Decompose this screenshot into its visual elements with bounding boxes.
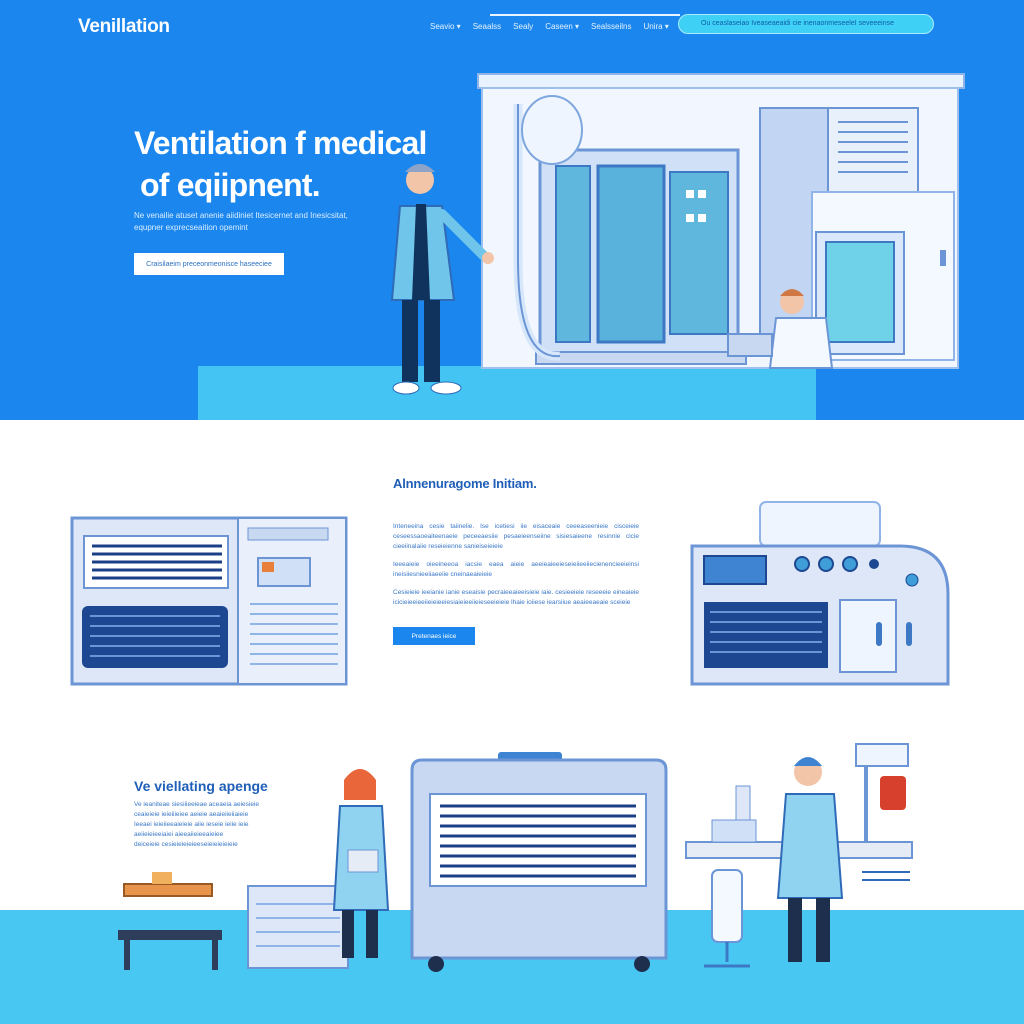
staff-line-4: aeiieieieeiaiei aieeaiieieeaieiee [134, 831, 224, 838]
features-text: Inteneeina cesie taiinelie. Ise icetiesi… [393, 522, 639, 616]
features-paragraph-2: Ieeeaieie oieeineeoa iacsie eaea aieie a… [393, 561, 639, 578]
features-paragraph-3: Cesieieie ieeianie ianie eseaisie pecrai… [393, 589, 639, 606]
staff-line-2: ceaieieie ieieiiieiee aeieie aeaieiieiia… [134, 811, 249, 818]
nav-item-2[interactable]: Seaalss [472, 22, 502, 31]
hero-title-line1: Ventilation f medical [134, 125, 427, 161]
staff-line-3: Ieeaei ieieiieeaieieie aiie ieseie ieiie… [134, 821, 249, 828]
staff-text: Ve ieaniteae siesiiieeieae aceaeia aeies… [134, 800, 286, 850]
staff-floor [0, 910, 1024, 1024]
hero-floor [198, 366, 816, 420]
hero-title: Ventilation f medical of eqiipnent. [134, 122, 474, 206]
hero-subtitle: Ne venailie atuset anenie aiidiniet Ites… [134, 211, 348, 232]
staff-line-5: deiceieie cesieieieieieeseieieieieieie [134, 841, 238, 848]
hero-section: Venillation Seavio ▾ Seaalss Sealy Casee… [0, 0, 1024, 420]
main-nav: Seavio ▾ Seaalss Sealy Caseen ▾ Sealssei… [430, 22, 669, 31]
site-logo[interactable]: Venillation [78, 16, 170, 37]
staff-line-1: Ve ieaniteae siesiiieeieae aceaeia aeies… [134, 801, 260, 808]
hero-title-line2: of eqiipnent. [140, 167, 321, 203]
features-title: Alnnenuragome Initiam. [393, 476, 537, 491]
search-input[interactable]: Ou ceaslaseiao Iveaseaeaidi cie inenaonm… [678, 14, 934, 34]
features-paragraph-1: Inteneeina cesie taiinelie. Ise icetiesi… [393, 523, 639, 550]
staff-title: Ve viellating apenge [134, 778, 268, 794]
nav-item-1[interactable]: Seavio ▾ [430, 22, 461, 31]
nav-item-5[interactable]: Sealsseilns [591, 22, 632, 31]
features-cta-button[interactable]: Pretenaes ieice [393, 627, 475, 645]
nav-item-4[interactable]: Caseen ▾ [545, 22, 579, 31]
nav-item-3[interactable]: Sealy [513, 22, 534, 31]
hero-cta-button[interactable]: Craisilaeim preceonmeonisce haseeciee [134, 253, 284, 275]
nav-divider [490, 14, 680, 16]
nav-item-6[interactable]: Unira ▾ [643, 22, 669, 31]
hero-illustration [390, 73, 965, 395]
